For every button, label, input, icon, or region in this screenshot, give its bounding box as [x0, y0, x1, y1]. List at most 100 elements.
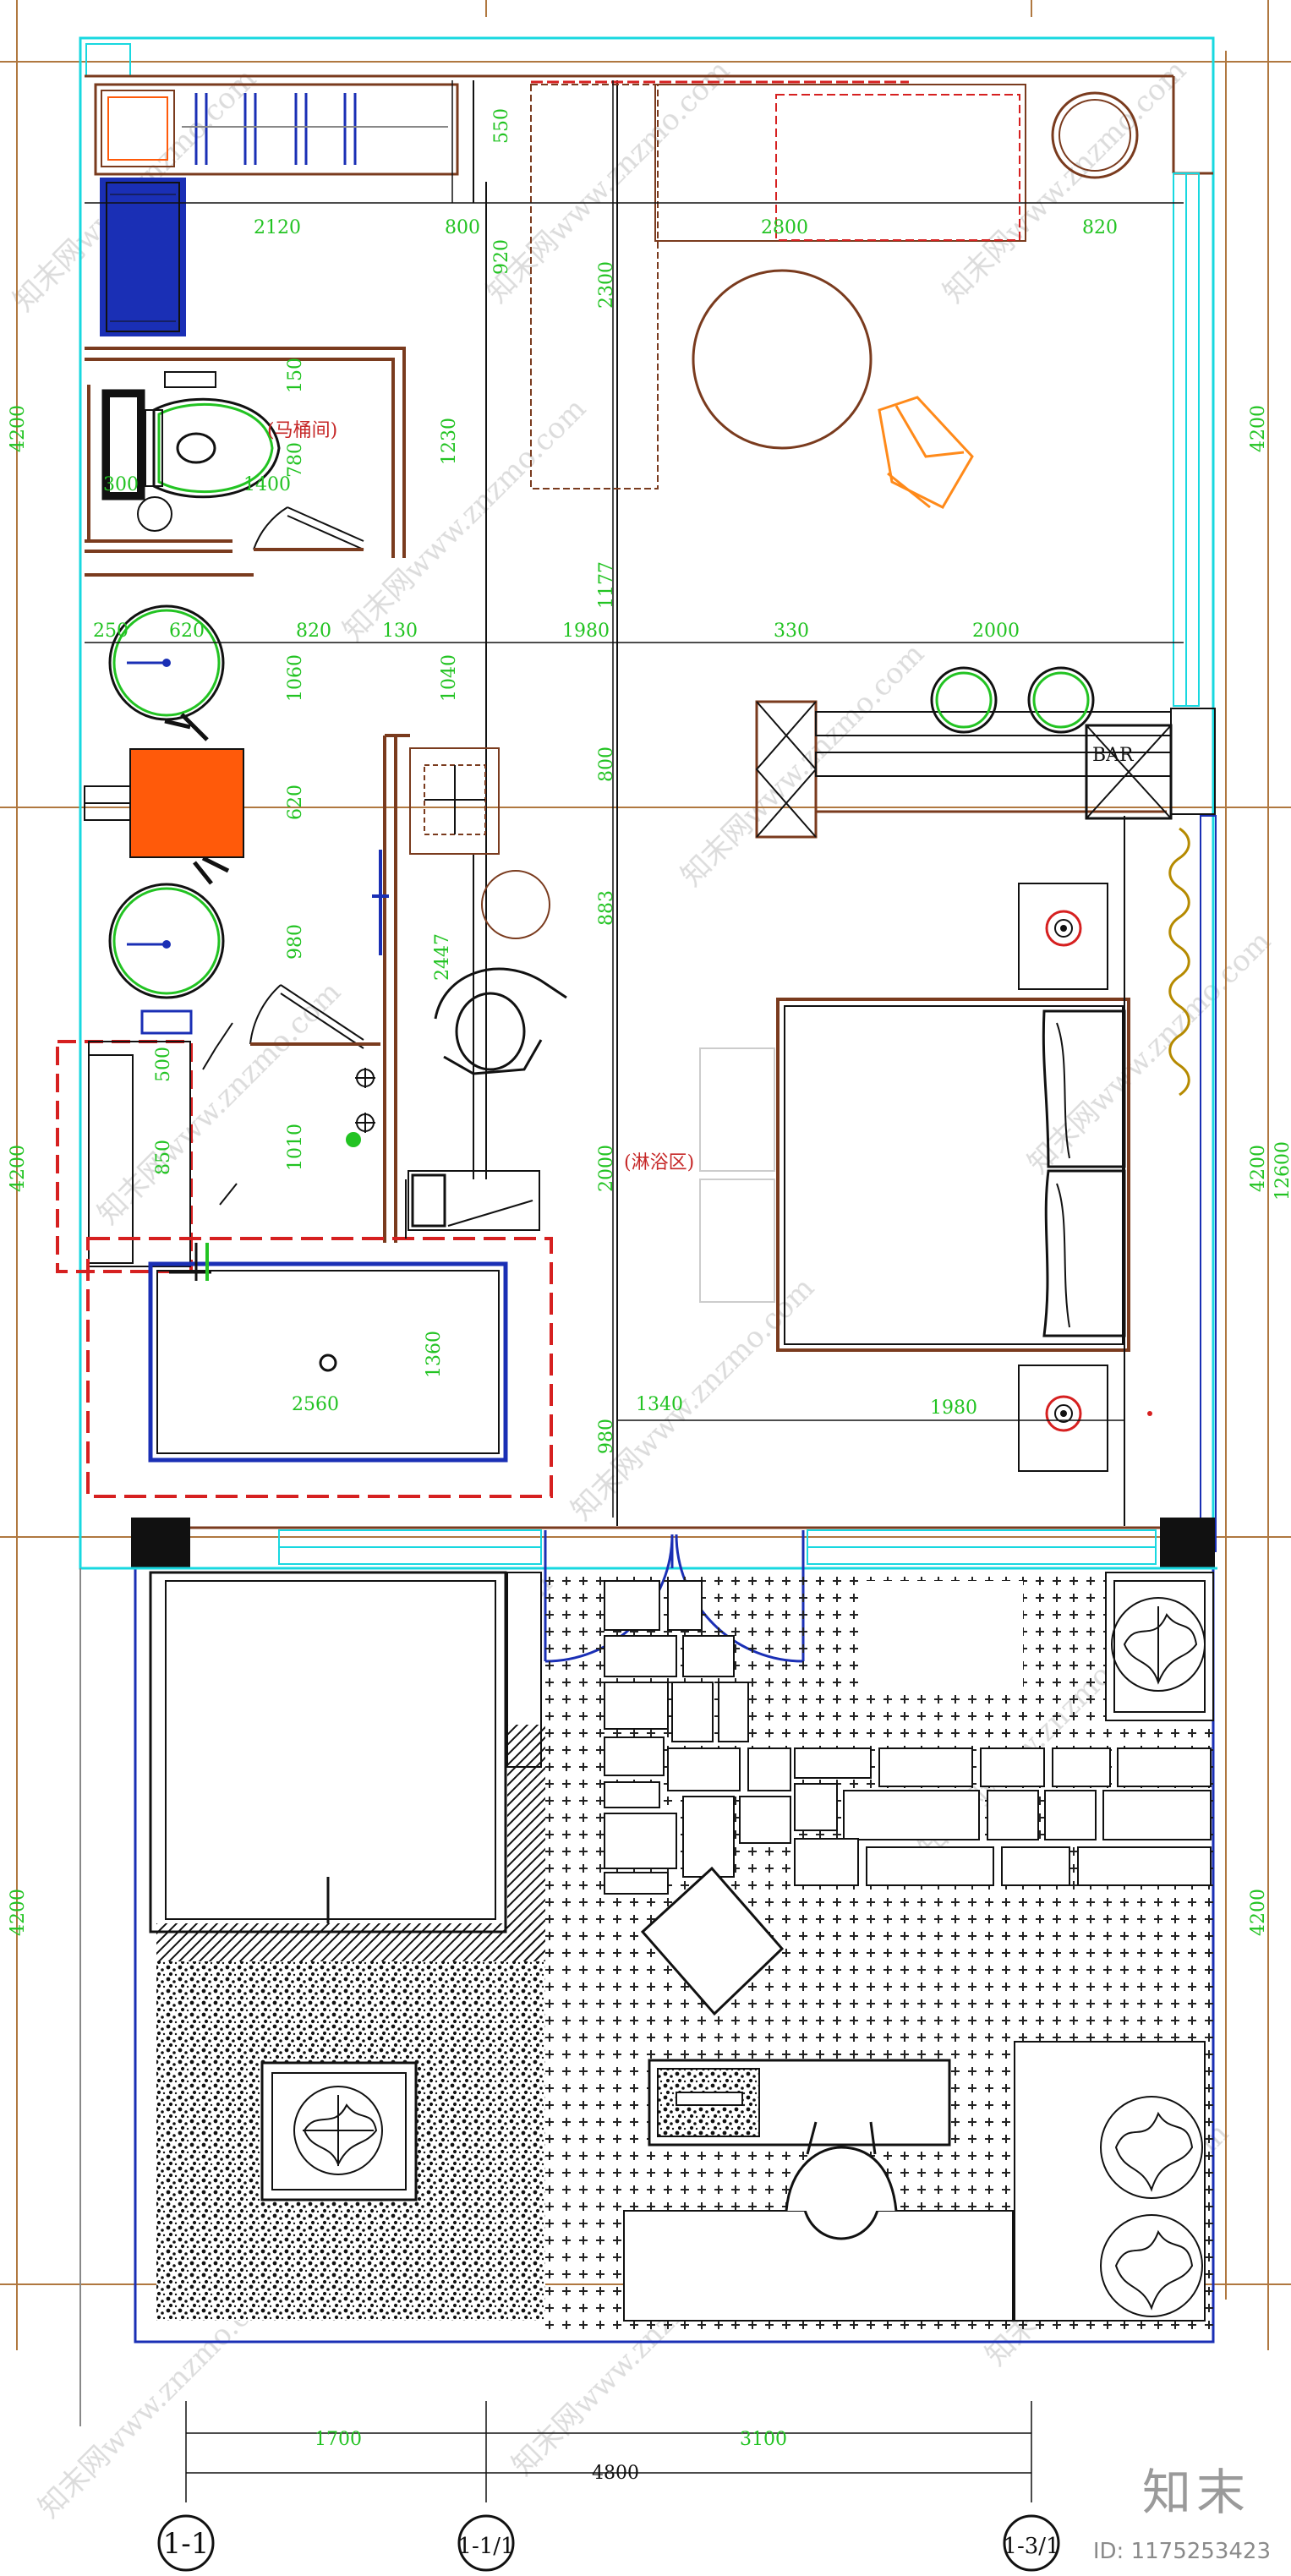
dim-label: 620 — [285, 785, 306, 820]
dim-label: 980 — [596, 1419, 617, 1454]
axis-label: 1-1/1 — [457, 2534, 514, 2559]
dim-label: 4200 — [1248, 1889, 1269, 1936]
rug-outline — [699, 1047, 775, 1303]
dim-label: 1177 — [596, 561, 617, 609]
dim-label: 1980 — [930, 1397, 977, 1419]
hanger-icon — [182, 93, 448, 165]
counter-block — [84, 748, 244, 858]
toilet-room — [85, 347, 406, 558]
dim-label: 2447 — [432, 933, 453, 981]
balcony-divider — [85, 1518, 1217, 1570]
label-shower-zone: (淋浴区) — [624, 1152, 694, 1173]
dim-label: 1340 — [636, 1394, 683, 1415]
dim-label: 920 — [491, 239, 512, 275]
tap-icon — [193, 856, 230, 885]
dim-label: 800 — [445, 217, 480, 238]
axis-label: 1-1 — [163, 2527, 210, 2561]
shower-head — [346, 1068, 375, 1147]
watermark-text: 知末网www.znzmo.com — [1021, 924, 1277, 1180]
dim-label: 1040 — [439, 654, 460, 702]
dim-label: 550 — [491, 108, 512, 144]
dim-label: 800 — [596, 747, 617, 782]
bar-counter — [755, 666, 1216, 839]
tree-icon — [1100, 2096, 1203, 2317]
dim-label: 330 — [774, 621, 809, 642]
tree-icon — [1111, 1597, 1206, 1692]
drawer-unit — [408, 1170, 540, 1231]
watermark-text: 知末网www.znzmo.com — [336, 391, 593, 648]
shower-enclosure — [56, 1009, 238, 1273]
rug-outline — [858, 1581, 1023, 1691]
lounge-area — [530, 80, 1026, 489]
dim-label: 4800 — [592, 2463, 639, 2484]
dim-label: 4200 — [1248, 1145, 1269, 1192]
watermark-text: 知末网www.znzmo.com — [91, 975, 347, 1231]
tree-icon — [293, 2086, 383, 2175]
axis-marker: 1-1 1-1/1 1-3/1 — [157, 2514, 1060, 2572]
dim-label: 2000 — [596, 1145, 617, 1192]
curtain — [1168, 827, 1190, 1097]
dim-label: 4200 — [8, 1145, 29, 1192]
dim-label: 1700 — [315, 2429, 362, 2450]
dim-label: 3100 — [740, 2429, 787, 2450]
dim-label: 300 — [103, 474, 139, 495]
wardrobe — [94, 83, 459, 176]
shelf-unit — [100, 178, 186, 336]
watermark-text: 知末网www.znzmo.com — [937, 53, 1193, 309]
dim-label: 2800 — [761, 217, 808, 238]
chair-icon — [785, 2121, 898, 2240]
dim-label: 500 — [153, 1047, 174, 1082]
dim-label: 1360 — [424, 1331, 445, 1378]
door-swing — [249, 984, 380, 1049]
dim-label: 1980 — [562, 621, 610, 642]
tap-icon — [164, 713, 209, 741]
label-bar: BAR — [1092, 745, 1135, 766]
lamp-icon — [1018, 883, 1152, 1472]
dim-label: 980 — [285, 924, 306, 960]
dim-label: 1060 — [285, 654, 306, 702]
dim-label: 2120 — [254, 217, 301, 238]
dim-label: 4200 — [1248, 405, 1269, 452]
window-strip-right — [1173, 172, 1217, 1552]
dim-label: 1400 — [243, 474, 291, 495]
image-id-text: ID: 1175253423 — [1092, 2539, 1271, 2564]
dim-label: 780 — [285, 442, 306, 478]
dim-label: 130 — [382, 621, 418, 642]
axis-grid — [0, 0, 1291, 2350]
dim-label: 620 — [169, 621, 205, 642]
partition-walls — [473, 80, 618, 1526]
dim-label: 2560 — [292, 1394, 339, 1415]
axis-label: 1-3/1 — [1003, 2534, 1059, 2559]
side-cabinet — [409, 747, 500, 855]
dim-label: 250 — [93, 621, 129, 642]
armchair-icon — [878, 396, 974, 509]
paving-stones — [604, 1580, 1212, 1895]
dim-label: 12600 — [1272, 1141, 1291, 1200]
bed — [776, 998, 1130, 1352]
dim-label: 4200 — [8, 1889, 29, 1936]
door-swing — [253, 506, 364, 551]
dim-label: 1010 — [285, 1124, 306, 1171]
dim-label: 820 — [1082, 217, 1118, 238]
watermark-text: 知末网www.znzmo.com — [565, 1271, 821, 1527]
faucet-icon — [169, 1243, 211, 1281]
dim-label: 1230 — [439, 418, 460, 465]
dim-label: 150 — [285, 358, 306, 393]
dim-label: 820 — [296, 621, 331, 642]
hook-icon — [372, 850, 389, 955]
watermark-text: 知末网www.znzmo.com — [675, 637, 931, 893]
stool-icon — [481, 870, 550, 939]
vanity-area — [85, 573, 410, 1243]
dim-label: 4200 — [8, 405, 29, 452]
dim-label: 2300 — [596, 261, 617, 309]
planter — [1105, 1572, 1214, 1721]
chair-icon — [434, 967, 567, 1075]
dimension-lines — [85, 80, 1184, 2502]
dim-label: 850 — [153, 1140, 174, 1175]
bathtub — [86, 1237, 553, 1498]
toilet-fixture — [101, 371, 281, 532]
sink-icon — [108, 883, 225, 999]
label-toilet-room: (马桶间) — [267, 420, 337, 441]
dim-label: 883 — [596, 890, 617, 926]
